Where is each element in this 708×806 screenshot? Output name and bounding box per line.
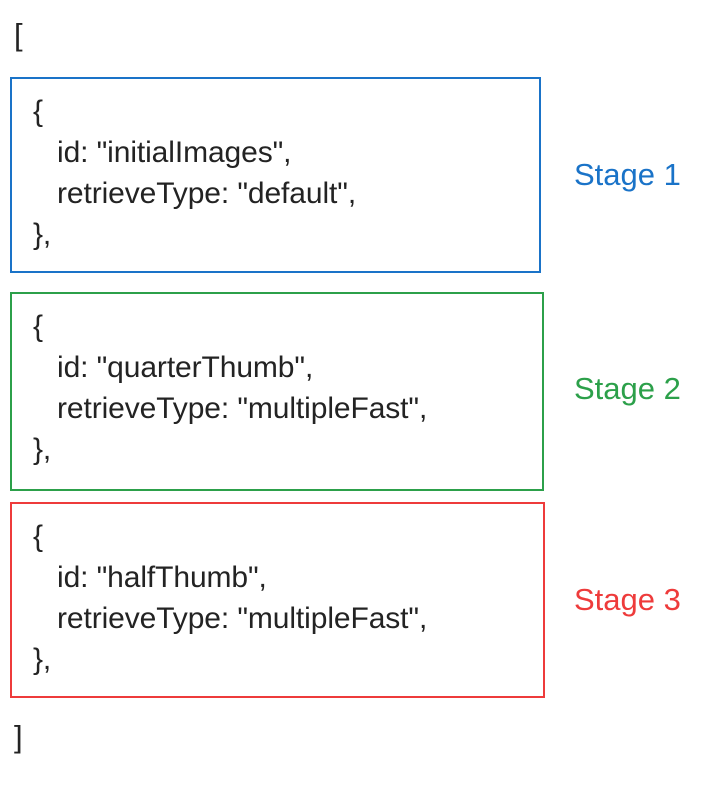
stage-3-id-line: id: "halfThumb", <box>57 561 267 594</box>
stage-1-close-brace: }, <box>33 218 52 251</box>
stage-3-retrieve-type-line: retrieveType: "multipleFast", <box>57 602 428 635</box>
stage-group-3: { id: "halfThumb", retrieveType: "multip… <box>0 502 708 698</box>
stage-2-close-brace: }, <box>33 433 52 466</box>
stage-2-retrieve-type-line: retrieveType: "multipleFast", <box>57 392 428 425</box>
stage-group-1: { id: "initialImages", retrieveType: "de… <box>0 77 708 273</box>
stage-1-code-lines: { id: "initialImages", retrieveType: "de… <box>33 91 535 255</box>
stage-3-open-brace: { <box>33 520 43 553</box>
array-close-bracket: ] <box>14 719 23 754</box>
stage-2-code-lines: { id: "quarterThumb", retrieveType: "mul… <box>33 306 538 470</box>
stage-1-open-brace: { <box>33 95 43 128</box>
stage-group-2: { id: "quarterThumb", retrieveType: "mul… <box>0 292 708 491</box>
stage-3-close-brace: }, <box>33 643 52 676</box>
stage-3-code-lines: { id: "halfThumb", retrieveType: "multip… <box>33 516 539 680</box>
stage-3-label: Stage 3 <box>574 582 681 617</box>
stage-1-retrieve-type-line: retrieveType: "default", <box>57 177 357 210</box>
stage-1-id-line: id: "initialImages", <box>57 136 292 169</box>
stage-3-code-box: { id: "halfThumb", retrieveType: "multip… <box>10 502 545 698</box>
array-open-bracket: [ <box>14 17 23 52</box>
stage-2-label: Stage 2 <box>574 371 681 406</box>
stage-1-code-box: { id: "initialImages", retrieveType: "de… <box>10 77 541 273</box>
stage-2-code-box: { id: "quarterThumb", retrieveType: "mul… <box>10 292 544 491</box>
stage-1-label: Stage 1 <box>574 157 681 192</box>
stage-2-open-brace: { <box>33 310 43 343</box>
stage-2-id-line: id: "quarterThumb", <box>57 351 314 384</box>
